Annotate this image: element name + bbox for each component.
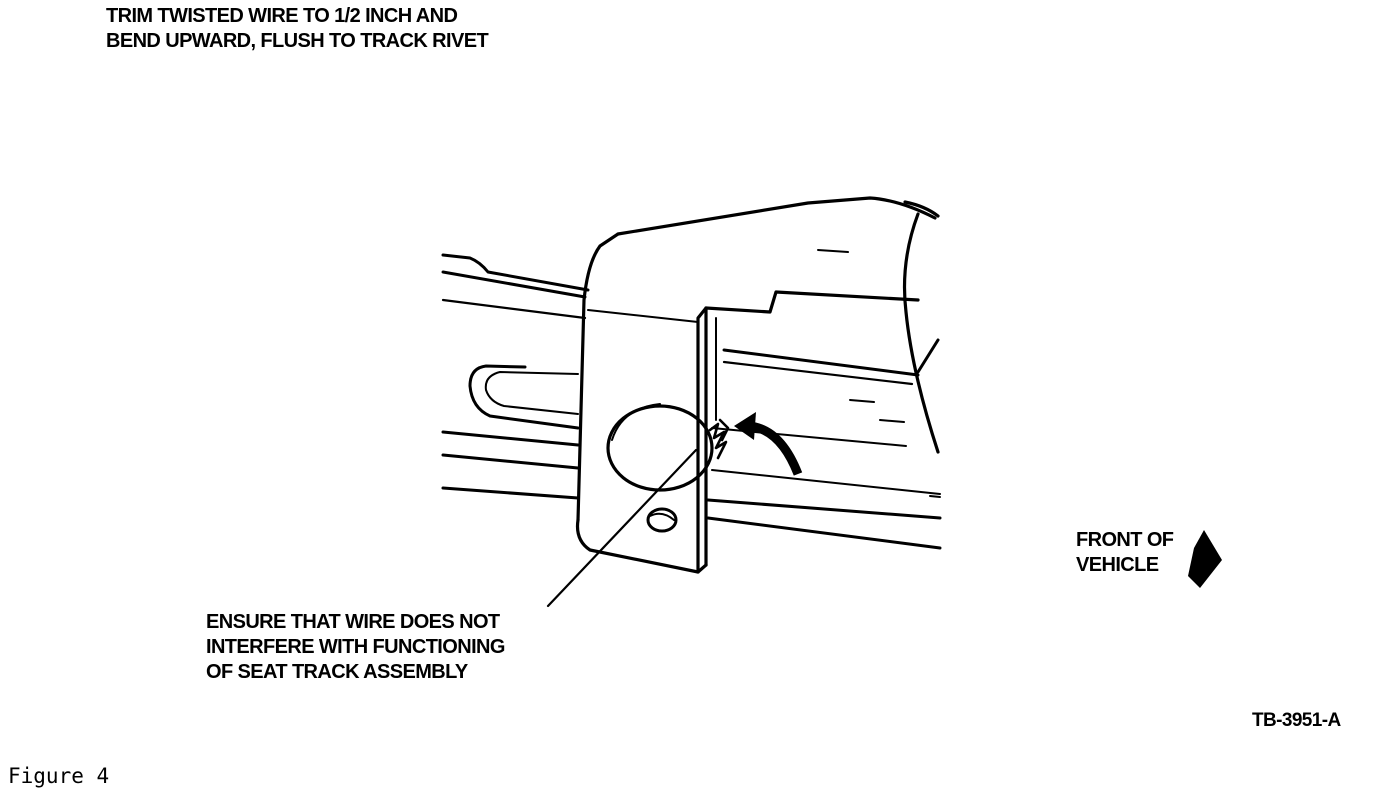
bracket-housing <box>575 196 940 574</box>
wire-trim-instruction-line-2: BEND UPWARD, FLUSH TO TRACK RIVET <box>106 30 489 52</box>
twisted-wire <box>708 418 730 460</box>
front-of-vehicle-line-1: FRONT OF <box>1076 529 1174 551</box>
drawing-reference-code: TB-3951-A <box>1252 710 1341 731</box>
front-of-vehicle-line-2: VEHICLE <box>1076 554 1159 576</box>
track-rivet <box>606 403 714 533</box>
front-of-vehicle-label: FRONT OF VEHICLE <box>1076 528 1174 578</box>
wire-clearance-note-line-3: OF SEAT TRACK ASSEMBLY <box>206 661 468 683</box>
wire-clearance-note-line-1: ENSURE THAT WIRE DOES NOT <box>206 611 500 633</box>
wire-clearance-note-line-2: INTERFERE WITH FUNCTIONING <box>206 636 505 658</box>
wire-trim-instruction-line-1: TRIM TWISTED WIRE TO 1/2 INCH AND <box>106 5 458 27</box>
front-of-vehicle-arrow-icon <box>1188 530 1222 588</box>
leader-line <box>546 448 698 608</box>
wire-trim-instruction: TRIM TWISTED WIRE TO 1/2 INCH AND BEND U… <box>106 4 489 54</box>
wire-clearance-note: ENSURE THAT WIRE DOES NOT INTERFERE WITH… <box>206 610 505 685</box>
figure-caption: Figure 4 <box>8 764 110 788</box>
bend-upward-arrow-icon <box>734 412 803 476</box>
seat-track-left-rails <box>441 253 590 500</box>
seat-track-right-rails <box>706 249 942 550</box>
